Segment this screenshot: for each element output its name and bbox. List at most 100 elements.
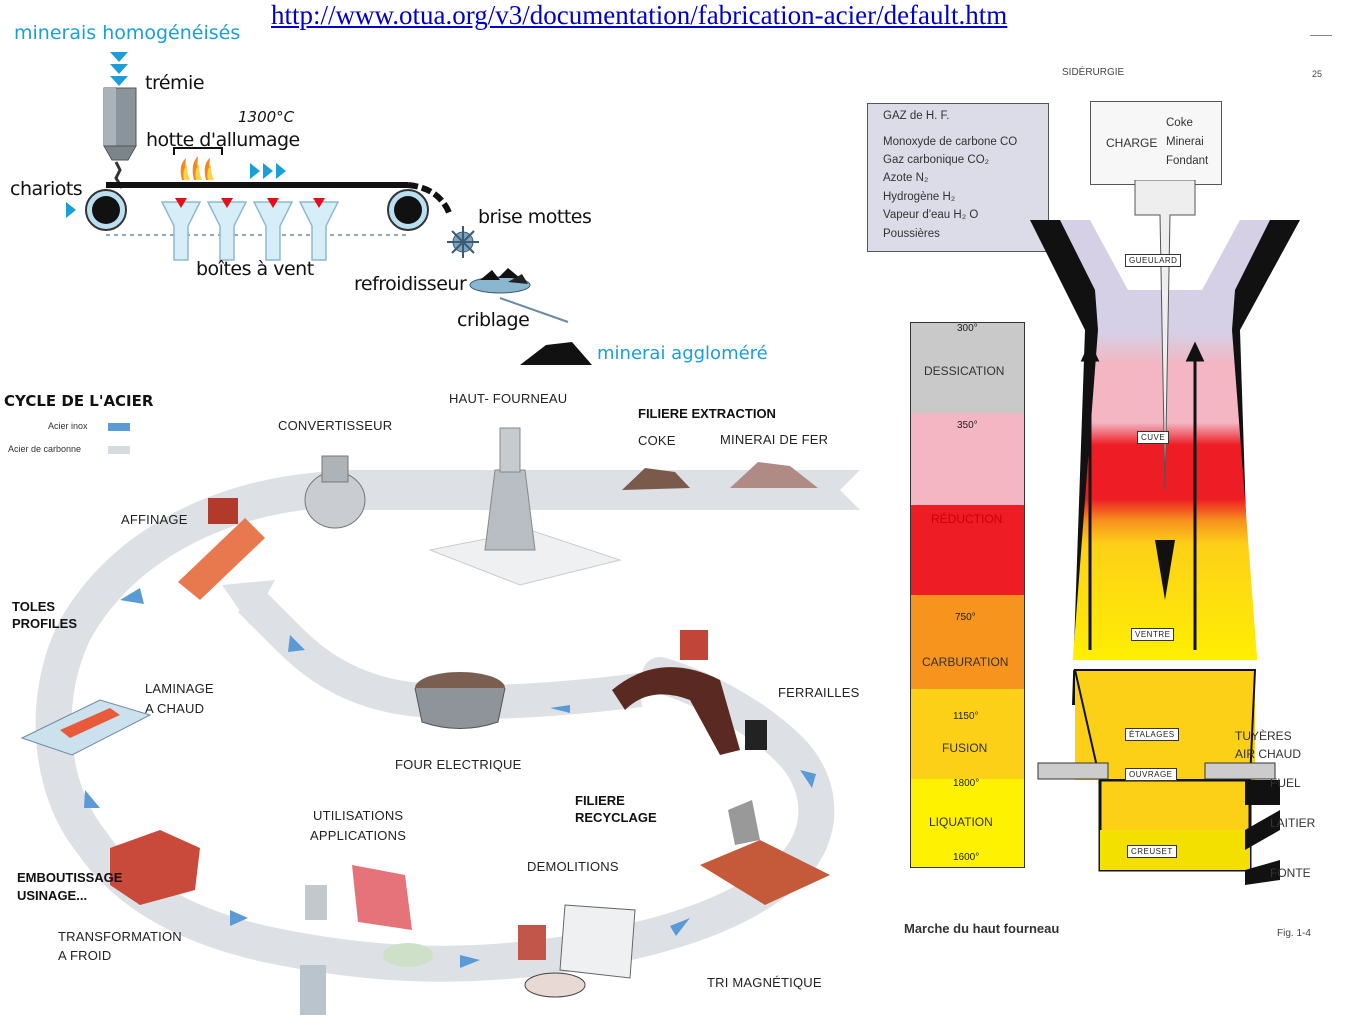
- label-uses: UTILISATIONS: [313, 808, 404, 823]
- direction-arrows: [250, 163, 286, 179]
- steel-cycle-diagram: [20, 427, 860, 1015]
- label-extraction: FILIERE EXTRACTION: [638, 406, 776, 421]
- hopper-shape: [103, 87, 137, 189]
- gas-box: [867, 103, 1049, 252]
- charge-label: CHARGE: [1106, 136, 1158, 150]
- furnace-body: [1030, 180, 1300, 885]
- cycle-title: CYCLE DE L'ACIER: [4, 392, 154, 410]
- gas-line-5: Vapeur d'eau H₂ O: [883, 209, 979, 221]
- zone-fusion: FUSION: [942, 741, 988, 755]
- zone-pink-band: [911, 413, 1024, 505]
- zone-carburation-band: [911, 595, 1024, 689]
- page-header-left: SIDÉRURGIE: [1062, 67, 1125, 78]
- zone-dessication-band: [911, 323, 1024, 413]
- hopper-label: trémie: [145, 72, 205, 94]
- corner-rule: [1310, 35, 1332, 36]
- part-hearth-top: OUVRAGE: [1125, 768, 1177, 781]
- part-bosh: ÉTALAGES: [1125, 728, 1179, 741]
- feed-arrows: [110, 52, 128, 86]
- outlet-hot-air: AIR CHAUD: [1235, 747, 1302, 761]
- coke-pile: [622, 468, 690, 490]
- label-scrap: FERRAILLES: [778, 685, 860, 700]
- zone-reduction: RÉDUCTION: [931, 512, 1003, 526]
- legend-inox-label: Acier inox: [48, 421, 88, 431]
- charge-box: [1090, 101, 1222, 185]
- charge-ore: Minerai: [1166, 136, 1204, 148]
- temperature-label: 1300°C: [238, 108, 295, 126]
- electric-furnace-icon: [414, 672, 506, 729]
- applications-icons: [300, 865, 433, 1015]
- label-profiles: PROFILES: [12, 616, 78, 631]
- part-stack: CUVE: [1137, 431, 1170, 444]
- zone-carburation: CARBURATION: [922, 655, 1009, 669]
- hood-label: hotte d'allumage: [146, 129, 300, 151]
- return-arrow-head: [222, 580, 275, 625]
- product-label: minerai aggloméré: [597, 343, 768, 364]
- label-converter: CONVERTISSEUR: [278, 418, 393, 433]
- furnace-caption: Marche du haut fourneau: [904, 921, 1060, 936]
- legend-carbon-label: Acier de carbonne: [8, 444, 82, 454]
- part-belly: VENTRE: [1131, 628, 1175, 641]
- gas-line-2: Gaz carbonique CO₂: [883, 154, 990, 166]
- label-applications: APPLICATIONS: [310, 828, 407, 843]
- return-path: [237, 587, 643, 719]
- crusher: [447, 226, 479, 258]
- part-throat: GUEULARD: [1125, 254, 1182, 267]
- zone-reduction-band: [911, 505, 1024, 595]
- part-crucible: CREUSET: [1127, 845, 1177, 858]
- screen-line: [499, 297, 569, 323]
- sintering-diagram: [66, 52, 592, 365]
- wind-boxes-label: boîtes à vent: [196, 258, 314, 280]
- extraction-band: [330, 470, 860, 510]
- zone-dessication: DESSICATION: [924, 364, 1005, 378]
- label-hot: A CHAUD: [145, 701, 205, 716]
- conveyor-belt: [85, 182, 453, 236]
- label-blast-furnace: HAUT- FOURNEAU: [449, 391, 568, 406]
- screening-label: criblage: [457, 309, 530, 331]
- label-coke: COKE: [638, 433, 676, 448]
- temp-1600: 1600°: [953, 852, 980, 863]
- label-sheets: TOLES: [12, 599, 56, 614]
- feed-label: minerais homogénéisés: [14, 22, 241, 44]
- converter-icon: [304, 455, 366, 529]
- blast-furnace-icon: [428, 427, 622, 586]
- cooler-label: refroidisseur: [354, 273, 467, 295]
- zone-liquation: LIQUATION: [929, 815, 993, 829]
- zone-column: [910, 322, 1025, 868]
- zone-fusion-band: [911, 689, 1024, 779]
- zone-liquation-band: [911, 779, 1024, 867]
- scrap-icon: [612, 630, 767, 755]
- temp-350: 350°: [957, 420, 978, 431]
- magnetic-sort-icon: [700, 800, 830, 905]
- outlet-tuyeres: TUYÈRES: [1235, 729, 1292, 743]
- temp-300: 300°: [957, 323, 978, 334]
- flow-arrows: [84, 588, 816, 968]
- refining-icon: [178, 498, 265, 600]
- label-iron-ore: MINERAI DE FER: [720, 432, 829, 447]
- source-url-link[interactable]: http://www.otua.org/v3/documentation/fab…: [271, 0, 1008, 30]
- wind-boxes: [160, 198, 340, 261]
- charge-flux: Fondant: [1166, 155, 1209, 167]
- label-cold: A FROID: [58, 948, 112, 963]
- label-electric-furnace: FOUR ELECTRIQUE: [395, 757, 522, 772]
- crusher-label: brise mottes: [478, 206, 592, 228]
- factory-icon: [110, 830, 200, 905]
- label-rolling: LAMINAGE: [145, 681, 214, 696]
- label-machining: USINAGE...: [17, 888, 88, 903]
- legend-inox-swatch: [108, 423, 130, 431]
- page-header-right: 25: [1312, 69, 1323, 79]
- outlet-fuel: FUEL: [1270, 776, 1301, 790]
- charge-coke: Coke: [1166, 117, 1193, 129]
- temp-750: 750°: [955, 612, 976, 623]
- figure-number: Fig. 1-4: [1277, 928, 1311, 939]
- demolition-icons: [518, 904, 636, 998]
- label-transformation: TRANSFORMATION: [58, 929, 182, 944]
- label-recycling-1: FILIERE: [575, 793, 625, 808]
- gas-line-4: Hydrogène H₂: [883, 191, 956, 203]
- cooler: [469, 268, 531, 294]
- label-recycling-2: RECYCLAGE: [575, 810, 657, 825]
- gas-line-1: Monoxyde de carbone CO: [883, 136, 1018, 148]
- legend-carbon-swatch: [108, 446, 130, 454]
- ore-pile: [730, 462, 818, 488]
- cycle-loop-path: [35, 472, 835, 982]
